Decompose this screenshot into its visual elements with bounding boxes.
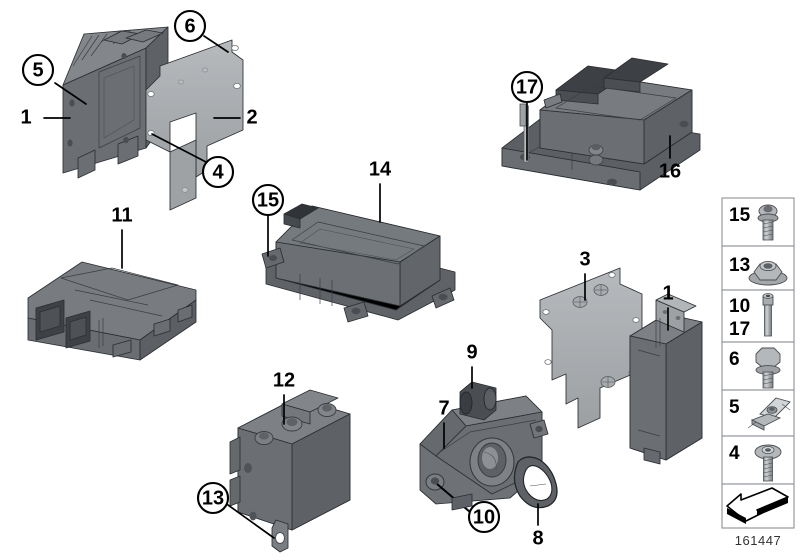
callout-10-sensor[interactable]: 10 [467,500,501,534]
callout-label: 3 [579,248,590,270]
callout-label: 12 [273,369,295,391]
part-mounting-bracket-large [145,39,244,211]
part-control-unit-module-flat [27,261,197,361]
direction-arrow-icon [726,487,789,524]
callout-label: 7 [438,397,449,419]
legend-number: 15 [729,205,751,226]
legend-number: 10 [729,296,750,317]
callout-layer: 5 6 4 1 2 11 [20,9,681,549]
part-rubber-sleeve [459,381,497,421]
part-control-unit-module-small [629,293,703,465]
fastener-legend-panel: 15 13 10 17 [721,197,795,548]
legend-cell-direction-arrow [721,483,795,529]
legend-cell-4[interactable]: 4 [721,435,795,485]
spring-clip-nut-icon [747,397,791,431]
callout-3[interactable]: 3 [579,248,591,301]
legend-cell-6[interactable]: 6 [721,341,795,391]
callout-label: 4 [212,161,224,183]
part-control-unit-with-baseplate [501,57,701,191]
callout-label: 8 [532,527,543,549]
callout-5[interactable]: 5 [21,53,87,105]
part-gasket-seal-ring [513,456,558,509]
part-sensor-housing [419,395,549,513]
callout-1-right[interactable]: 1 [662,282,674,331]
callout-9[interactable]: 9 [466,341,478,389]
legend-number: 6 [729,349,740,370]
callout-label: 2 [246,106,257,128]
legend-cell-13[interactable]: 13 [721,245,795,291]
part-control-unit-module-center [261,203,456,323]
torx-flange-bolt-icon [757,204,779,241]
legend-number: 4 [729,443,740,464]
callout-8[interactable]: 8 [532,503,544,549]
callout-label: 15 [257,189,279,211]
flange-nut-icon [748,260,788,286]
part-control-unit-module-left [62,26,169,179]
callout-7[interactable]: 7 [438,397,450,449]
callout-16[interactable]: 16 [659,135,681,182]
legend-number-secondary: 17 [729,319,750,340]
callout-14[interactable]: 14 [369,158,392,223]
part-mounting-bracket-right [539,267,643,429]
callout-label: 10 [473,506,495,528]
legend-cell-5[interactable]: 5 [721,389,795,437]
legend-cell-10-17[interactable]: 10 17 [721,289,795,343]
callout-4[interactable]: 4 [151,133,235,189]
callout-12[interactable]: 12 [273,369,295,425]
socket-head-bolt-icon [762,293,774,337]
callout-1-left[interactable]: 1 [20,106,71,128]
legend-number: 5 [729,397,740,418]
callout-2[interactable]: 2 [213,106,258,128]
callout-13-module[interactable]: 13 [196,481,275,539]
callout-11[interactable]: 11 [111,204,133,269]
callout-label: 13 [202,487,224,509]
torx-pan-screw-icon [754,444,782,482]
legend-number: 13 [729,255,750,276]
module-ring-bosses [254,403,337,445]
callout-label: 9 [466,341,477,363]
callout-label: 1 [662,282,673,304]
callout-label: 6 [184,15,195,37]
callout-label: 5 [32,59,43,81]
callout-label: 1 [20,106,31,128]
callout-6[interactable]: 6 [173,9,229,53]
callout-17[interactable]: 17 [510,70,544,161]
part-control-unit-module-lower [229,389,351,553]
diagram-part-number: 161447 [735,533,781,548]
callout-15-center[interactable]: 15 [251,183,285,257]
bracket-screw-heads [572,284,616,388]
callout-label: 16 [659,160,681,182]
callout-label: 17 [516,76,538,98]
callout-label: 11 [111,204,132,226]
hex-flange-bolt-icon [755,347,781,389]
sensor-center-boss [469,437,515,487]
legend-cell-15[interactable]: 15 [721,197,795,247]
callout-label: 14 [369,158,392,180]
